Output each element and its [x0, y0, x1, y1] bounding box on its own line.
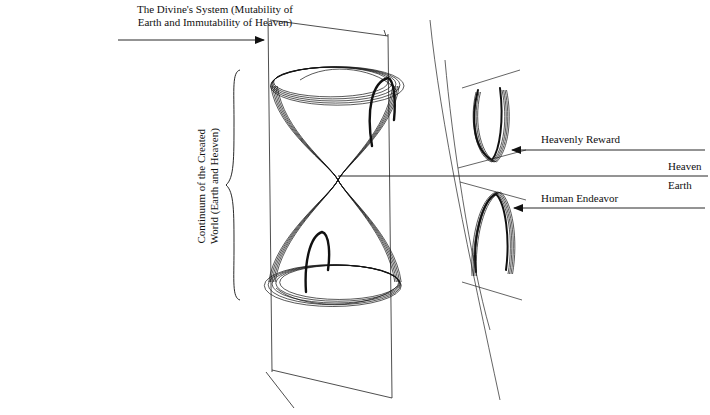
- endeavor-label: Human Endeavor: [541, 192, 618, 205]
- bold-arcs: [306, 78, 508, 292]
- heaven-label: Heaven: [668, 160, 702, 173]
- divine-plane: [266, 18, 392, 408]
- earth-label: Earth: [668, 179, 692, 192]
- side-plane: [430, 20, 526, 400]
- reward-label: Heavenly Reward: [541, 133, 620, 146]
- continuum-label: Continuum of the Created World (Earth an…: [195, 91, 221, 281]
- system-label: The Divine's System (Mutability of Earth…: [90, 3, 340, 29]
- curly-bracket: [226, 70, 240, 300]
